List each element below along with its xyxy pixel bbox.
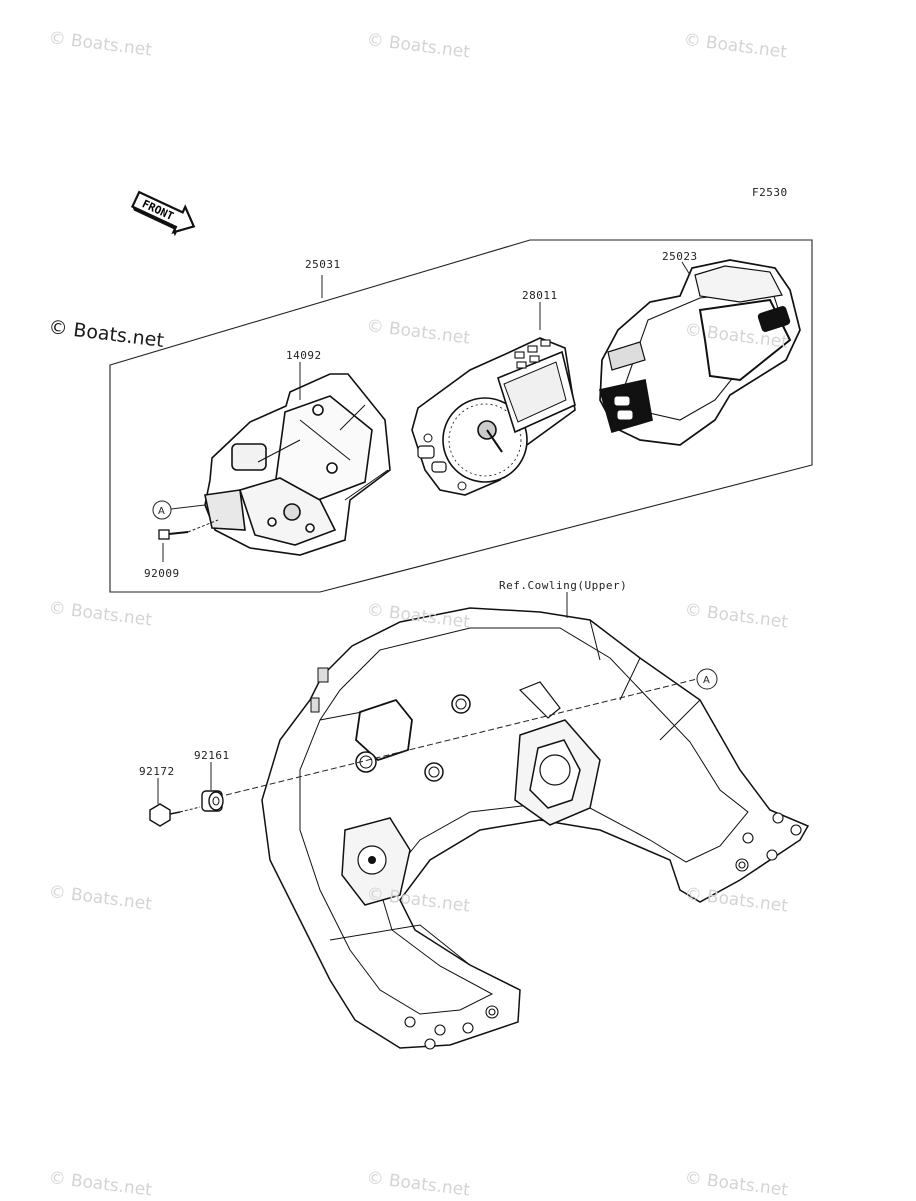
screw-92009 xyxy=(158,529,189,540)
part-label-25031: 25031 xyxy=(305,258,341,271)
front-arrow-icon: FRONT xyxy=(130,190,196,237)
part-label-14092: 14092 xyxy=(286,349,322,362)
figure-code: F2530 xyxy=(752,186,788,199)
part-label-25023: 25023 xyxy=(662,250,698,263)
reference-label-cowling: Ref.Cowling(Upper) xyxy=(499,579,628,592)
part-label-92009: 92009 xyxy=(144,567,180,580)
meter-case-14092 xyxy=(204,373,391,556)
assembly-box-25031 xyxy=(109,239,813,593)
callout-a-lower: A xyxy=(225,668,718,796)
callout-a-upper-label: A xyxy=(158,506,165,517)
part-label-92172: 92172 xyxy=(139,765,175,778)
part-label-92161: 92161 xyxy=(194,749,230,762)
meter-assy-28011 xyxy=(411,337,576,496)
callout-a-upper: A xyxy=(152,500,206,520)
collar-92172 xyxy=(149,803,181,827)
meter-cover-25023 xyxy=(598,259,801,446)
part-label-28011: 28011 xyxy=(522,289,558,302)
callout-a-lower-label: A xyxy=(703,675,710,686)
upper-cowling xyxy=(261,607,810,1050)
grommet-92161 xyxy=(201,790,224,812)
